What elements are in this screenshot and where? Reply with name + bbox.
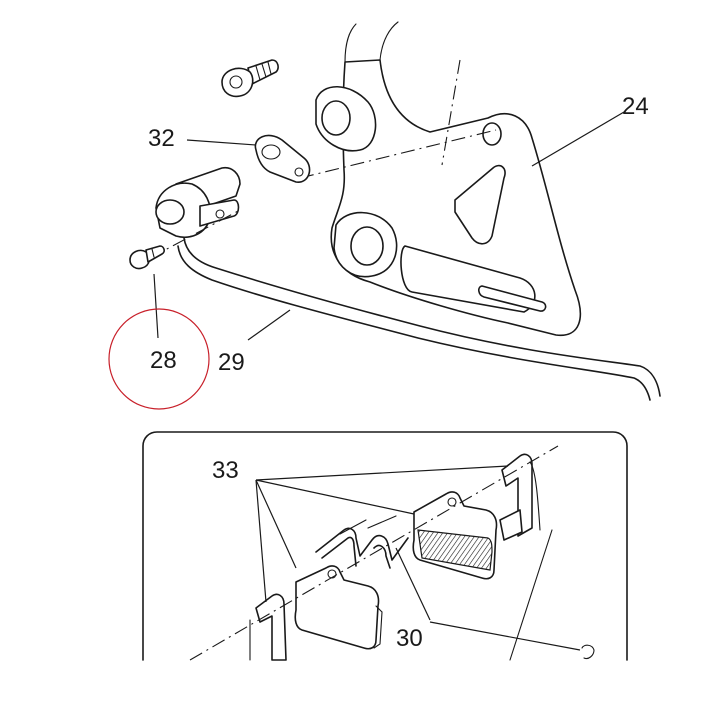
right-brake-pad — [412, 491, 498, 580]
leader-lines-top — [153, 111, 625, 341]
left-brake-pad — [294, 565, 383, 650]
abs-sensor — [149, 166, 661, 401]
highlight-circle — [108, 308, 210, 410]
bolt-top — [221, 59, 279, 98]
callout-32: 32 — [148, 125, 175, 152]
leader-lines-inset — [189, 445, 595, 661]
callout-28: 28 — [150, 347, 177, 374]
callout-30: 30 — [396, 625, 423, 652]
left-pad-clip — [249, 593, 287, 661]
caliper-bracket — [299, 21, 582, 336]
sensor-bolt — [129, 245, 165, 270]
pad-spring — [315, 515, 409, 569]
right-pad-clip — [499, 453, 541, 541]
callout-29: 29 — [218, 349, 245, 376]
inset-box — [142, 431, 628, 661]
callout-33: 33 — [212, 457, 239, 484]
gasket — [254, 134, 311, 183]
callout-24: 24 — [622, 93, 649, 120]
